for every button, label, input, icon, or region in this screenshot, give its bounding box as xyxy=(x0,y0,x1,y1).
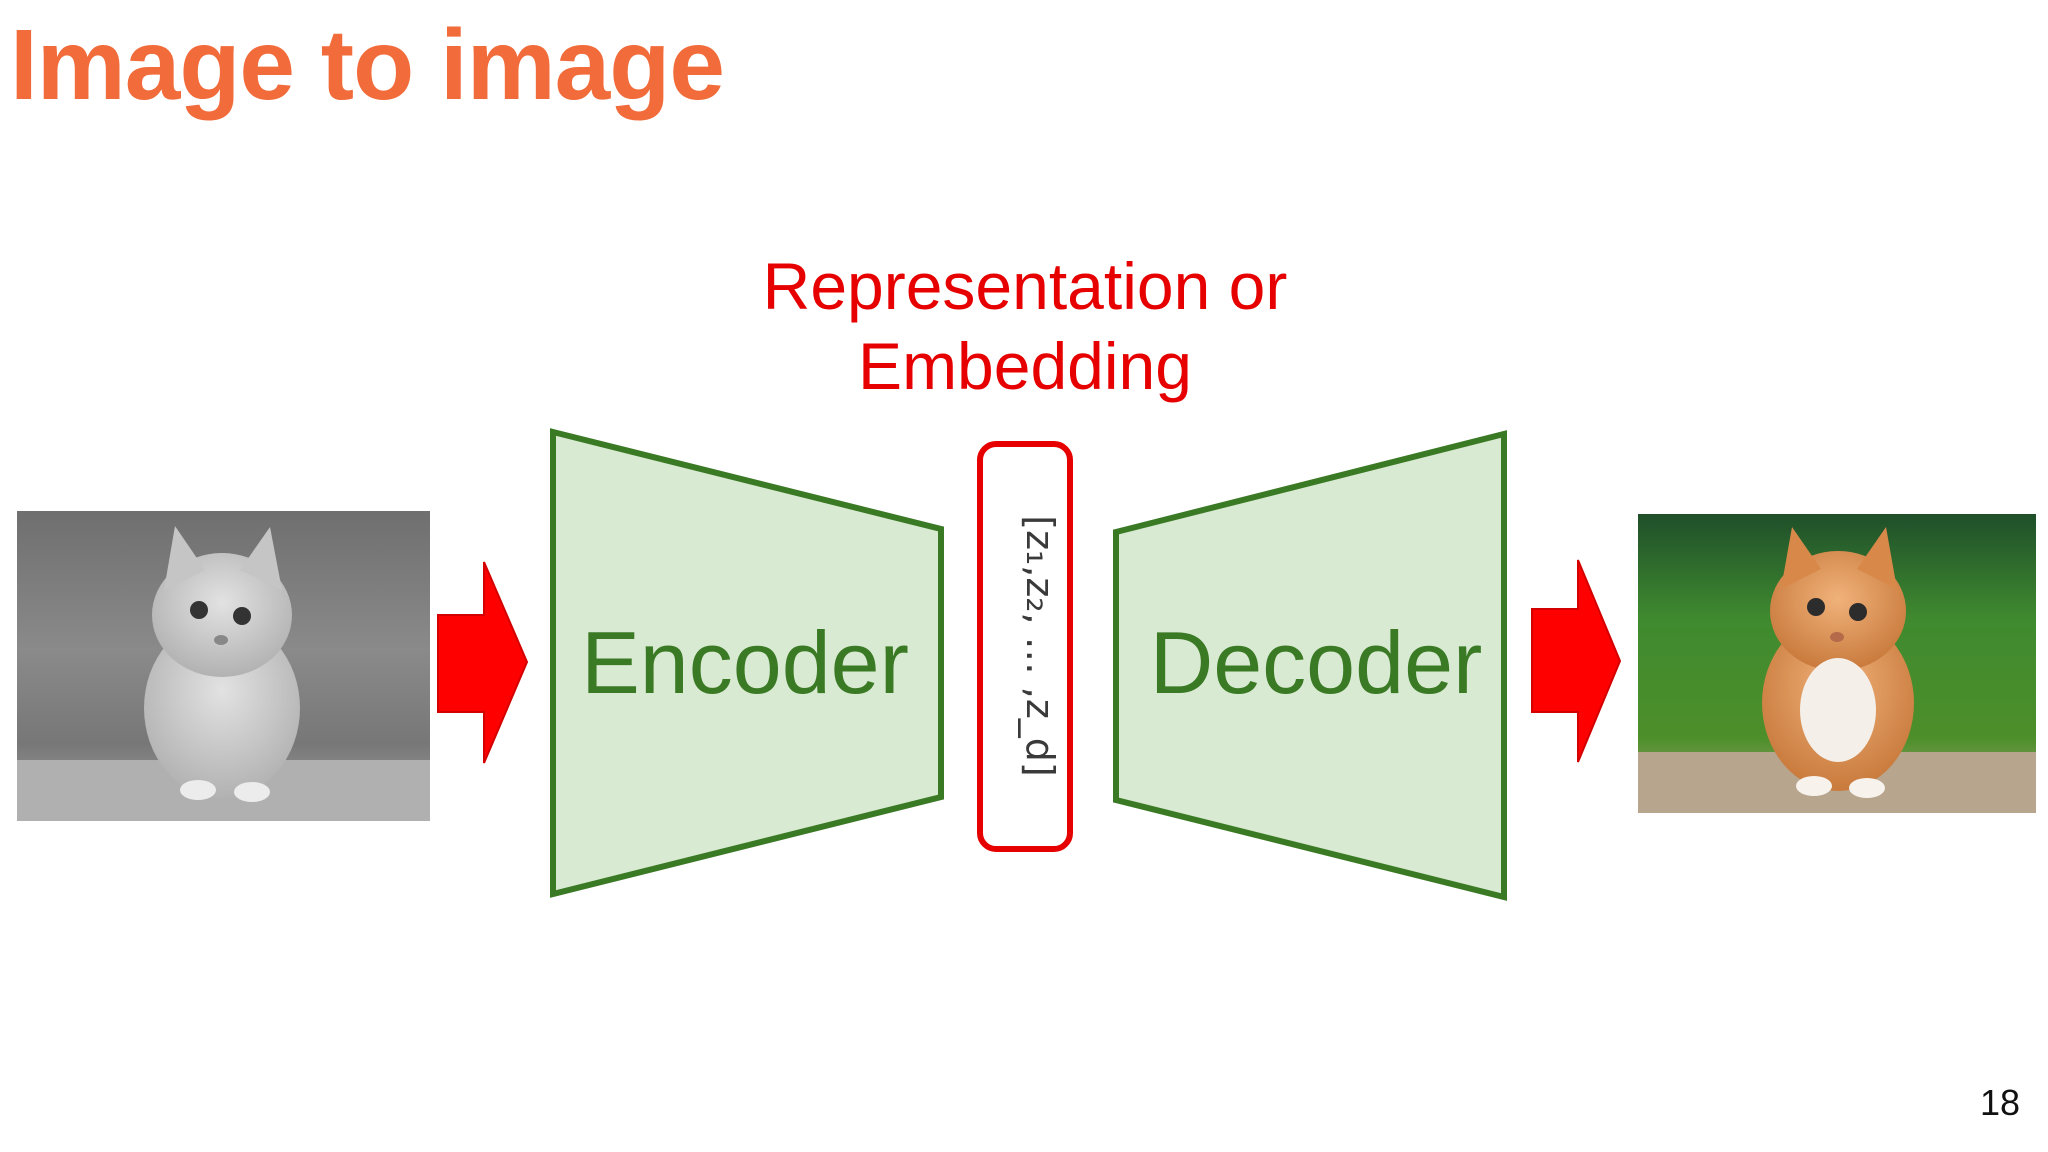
embedding-label-line1: Representation or xyxy=(762,249,1288,323)
encoder-label: Encoder xyxy=(581,613,909,712)
page-number: 18 xyxy=(1979,1082,2020,1123)
input-kitten xyxy=(144,526,300,802)
output-image xyxy=(1638,514,2036,813)
output-kitten xyxy=(1762,527,1914,798)
embedding-label: Representation or Embedding xyxy=(690,246,1360,406)
right-arrow-icon xyxy=(437,561,529,764)
encoder-block: Encoder xyxy=(550,428,944,898)
decoder-label: Decoder xyxy=(1150,613,1483,712)
embedding-label-line2: Embedding xyxy=(858,329,1192,403)
decoder-block: Decoder xyxy=(1113,430,1507,901)
right-arrow-icon xyxy=(1531,559,1622,763)
embedding-vector: [z₁,z₂, … ,z_d] xyxy=(977,441,1073,852)
input-image xyxy=(17,511,430,821)
slide-title: Image to image xyxy=(10,9,725,121)
embedding-vector-text: [z₁,z₂, … ,z_d] xyxy=(1018,515,1062,776)
